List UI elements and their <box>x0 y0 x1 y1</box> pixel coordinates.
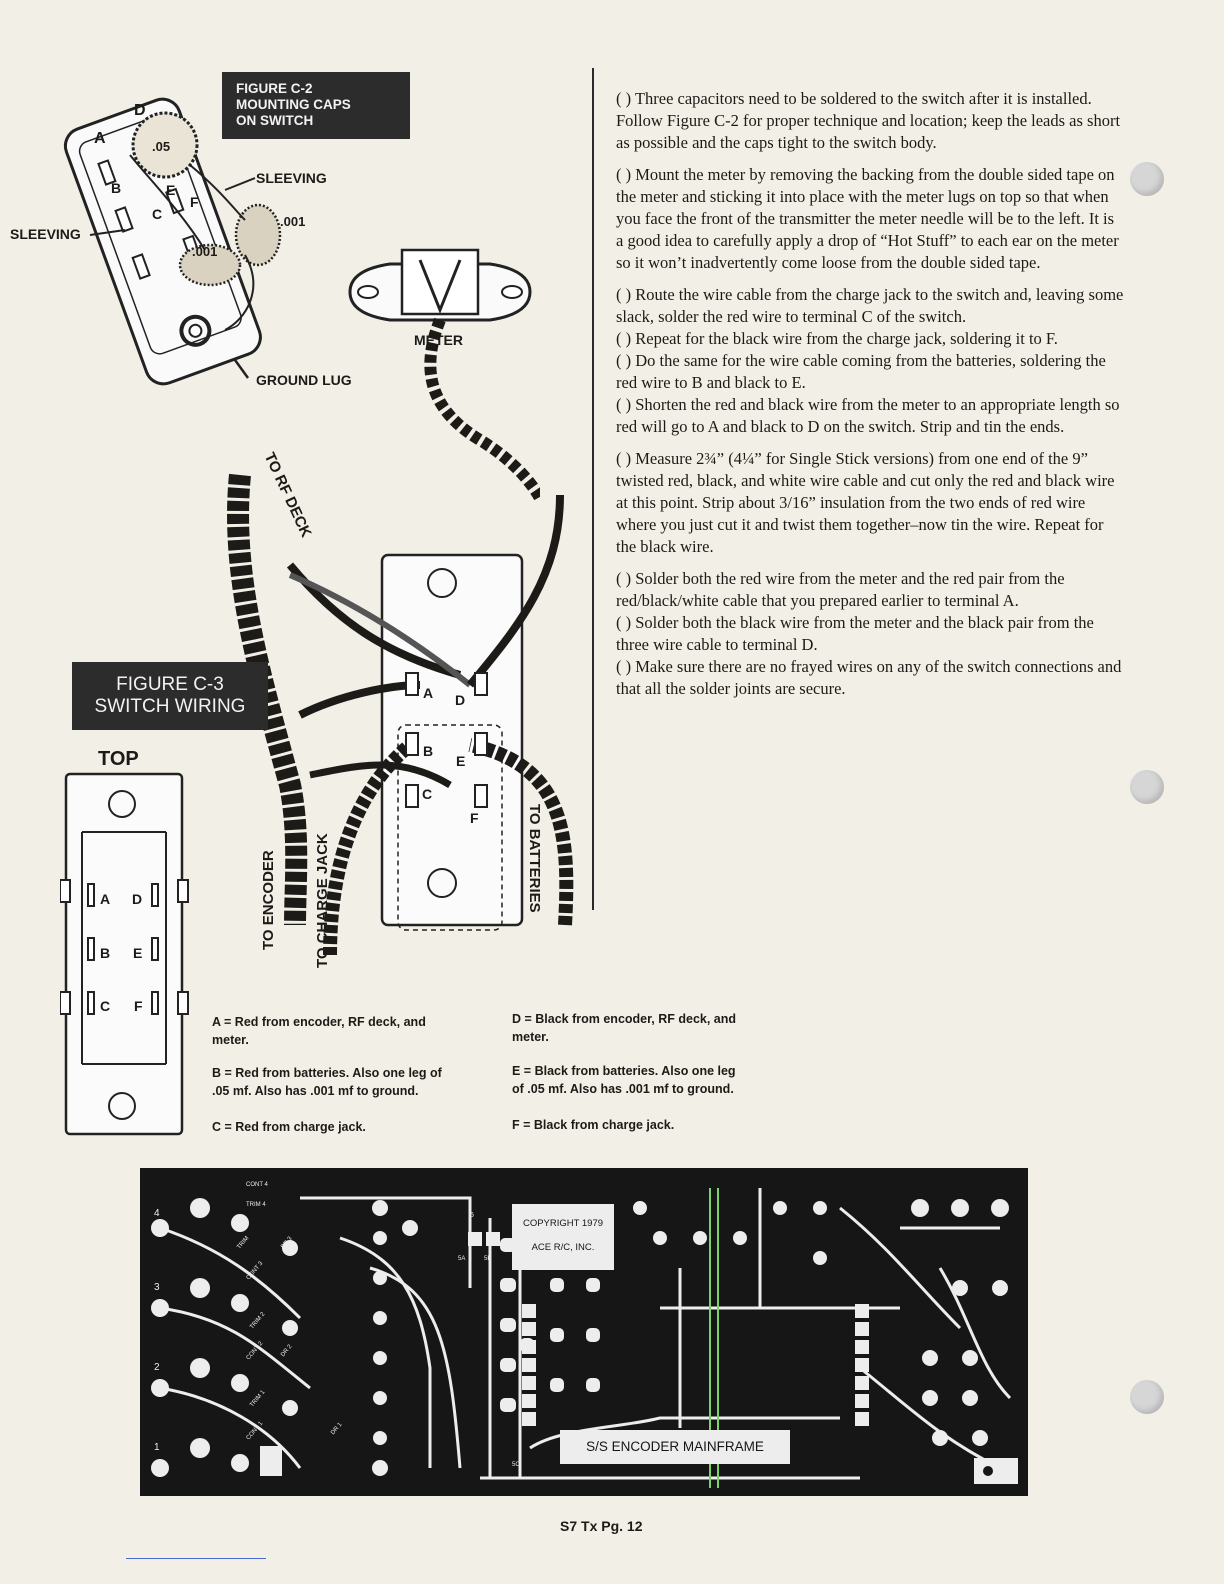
binder-hole-bottom <box>1130 1380 1164 1414</box>
binder-hole-middle <box>1130 770 1164 804</box>
pcb-copyright-box: COPYRIGHT 1979 ACE R/C, INC. <box>512 1204 614 1270</box>
top-terminal-f: F <box>134 998 143 1014</box>
pcb-pad-1: 1 <box>154 1442 160 1453</box>
label-to-encoder: TO ENCODER <box>260 850 277 950</box>
label-sleeving-right: SLEEVING <box>256 170 327 186</box>
meter-drawing <box>348 248 540 500</box>
pcb-label-5c: 5C <box>512 1462 520 1468</box>
legend-e: E = Black from batteries. Also one leg o… <box>512 1064 736 1096</box>
label-cap-001-mid: .001 <box>192 244 218 259</box>
switch-capacitor-drawing <box>63 97 282 386</box>
legend-c: C = Red from charge jack. <box>212 1120 366 1134</box>
legend-d: D = Black from encoder, RF deck, and met… <box>512 1012 737 1044</box>
wire-terminal-a: A <box>423 685 434 701</box>
bottom-rule <box>126 1558 266 1559</box>
label-ground-lug: GROUND LUG <box>256 372 352 388</box>
figure-c2-tag: FIGURE C-2 MOUNTING CAPS ON SWITCH <box>222 72 410 139</box>
step-measure-cable: ( ) Measure 2¾” (4¼” for Single Stick ve… <box>616 449 1115 556</box>
step-check-joints: ( ) Make sure there are no frayed wires … <box>616 657 1122 698</box>
pcb-label-trim4: TRIM 4 <box>246 1202 266 1208</box>
switch-top-view <box>60 772 189 1136</box>
label-c: C <box>152 206 163 222</box>
step-solder-black: ( ) Solder both the black wire from the … <box>616 613 1094 654</box>
top-terminal-c: C <box>100 998 111 1014</box>
step-mount-meter: ( ) Mount the meter by removing the back… <box>616 165 1119 272</box>
step-solder-red: ( ) Solder both the red wire from the me… <box>616 569 1065 610</box>
pcb-label-5b: 5B <box>484 1256 492 1262</box>
binder-hole-top <box>1130 162 1164 196</box>
pcb-title: S/S ENCODER MAINFRAME <box>586 1439 764 1454</box>
pcb-pad-4: 4 <box>154 1208 160 1219</box>
switch-wiring-drawing <box>227 473 574 956</box>
top-terminal-a: A <box>100 891 111 907</box>
legend-b: B = Red from batteries. Also one leg of … <box>212 1066 442 1098</box>
label-cap-05: .05 <box>152 139 171 154</box>
pcb-label-5a: 5A <box>458 1256 466 1262</box>
legend-f: F = Black from charge jack. <box>512 1118 675 1132</box>
switch-top-label: TOP <box>98 748 139 770</box>
top-terminal-b: B <box>100 945 111 961</box>
label-a: A <box>94 130 106 147</box>
pcb-label-5: 5 <box>470 1212 474 1219</box>
pcb-title-box: S/S ENCODER MAINFRAME <box>560 1430 790 1464</box>
label-meter: METER <box>414 332 463 348</box>
pcb-copyright-line2: ACE R/C, INC. <box>531 1242 595 1253</box>
column-divider <box>592 68 594 910</box>
label-d: D <box>134 102 146 119</box>
label-cap-001-right: .001 <box>280 214 306 229</box>
wire-terminal-b: B <box>423 743 434 759</box>
pcb-traces <box>151 1188 1018 1488</box>
label-to-batteries: TO BATTERIES <box>526 804 543 913</box>
pcb-label-cont4: CONT 4 <box>246 1182 268 1188</box>
pcb-pad-2: 2 <box>154 1362 160 1373</box>
figure-c3-tag: FIGURE C-3 SWITCH WIRING <box>72 662 268 730</box>
label-b: B <box>111 180 122 196</box>
legend-a: A = Red from encoder, RF deck, and meter… <box>212 1015 426 1047</box>
label-sleeving-left: SLEEVING <box>10 226 81 242</box>
pcb-copyright-line1: COPYRIGHT 1979 <box>522 1218 604 1229</box>
label-to-charge-jack: TO CHARGE JACK <box>314 833 331 968</box>
label-e: E <box>166 182 176 198</box>
top-terminal-e: E <box>133 945 143 961</box>
label-f: F <box>190 194 199 210</box>
step-batteries: ( ) Do the same for the wire cable comin… <box>616 351 1106 392</box>
pcb-pad-3: 3 <box>154 1282 160 1293</box>
assembly-instructions: ( ) Three capacitors need to be soldered… <box>616 88 1124 710</box>
step-meter-wires: ( ) Shorten the red and black wire from … <box>616 395 1120 436</box>
step-charge-jack-black: ( ) Repeat for the black wire from the c… <box>616 329 1058 348</box>
wire-terminal-c: C <box>422 786 433 802</box>
top-terminal-d: D <box>132 891 143 907</box>
pcb-board: COPYRIGHT 1979 ACE R/C, INC. S/S ENCODER… <box>140 1168 1028 1496</box>
page-number: S7 Tx Pg. 12 <box>560 1518 643 1534</box>
step-charge-jack-red: ( ) Route the wire cable from the charge… <box>616 285 1124 326</box>
wire-terminal-d: D <box>455 692 466 708</box>
wire-terminal-e: E <box>456 753 466 769</box>
step-capacitors: ( ) Three capacitors need to be soldered… <box>616 89 1121 152</box>
wire-terminal-f: F <box>470 810 479 826</box>
